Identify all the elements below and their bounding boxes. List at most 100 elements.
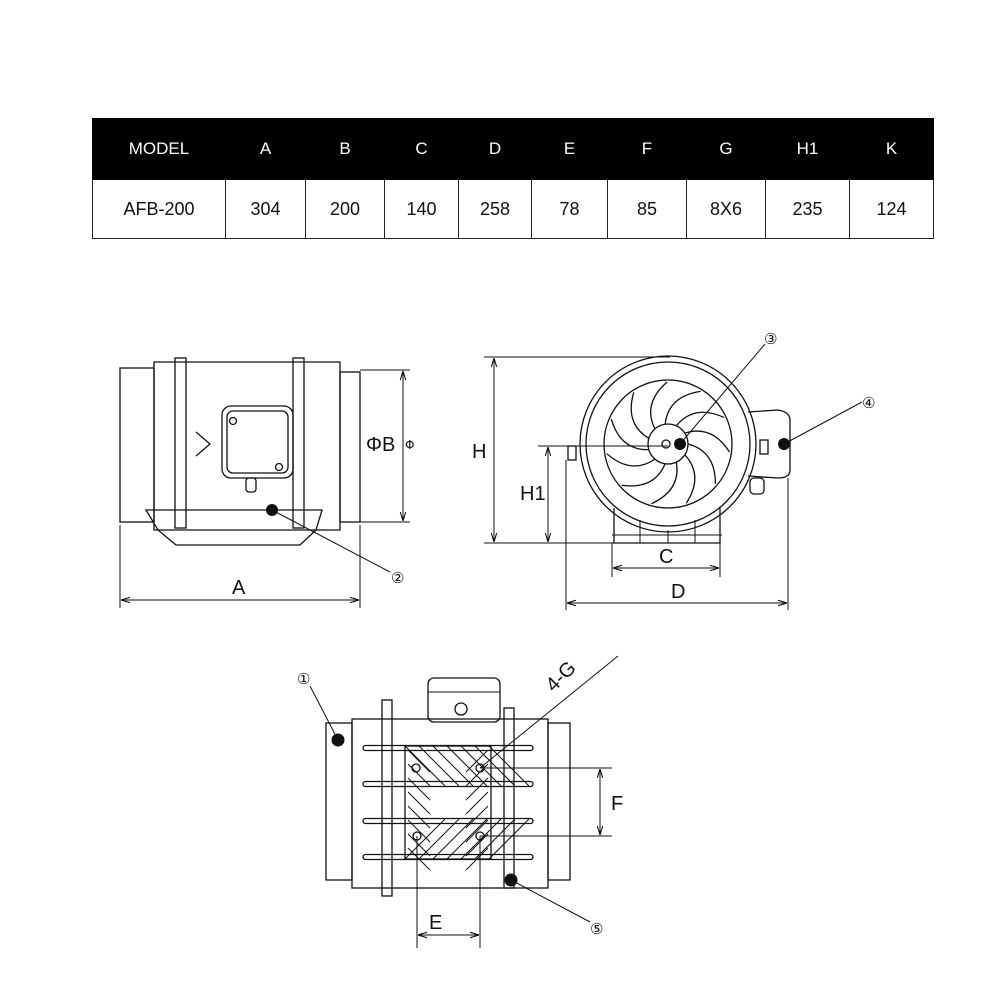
- nut-icon: [454, 702, 468, 716]
- leader-line-4g: [479, 655, 619, 769]
- junction-box: [427, 677, 501, 723]
- grid-line: [407, 791, 431, 815]
- fan-body: [153, 361, 341, 531]
- hole-label-4g: 4-G: [542, 657, 581, 696]
- grid-line: [465, 777, 489, 801]
- vent-grid: [404, 745, 530, 871]
- airflow-arrow-icon: [195, 431, 211, 457]
- shaft: [661, 439, 671, 449]
- cell-model: AFB-200: [92, 179, 226, 239]
- junction-box-lid: [226, 410, 289, 474]
- header-g: G: [686, 118, 766, 180]
- header-b: B: [305, 118, 385, 180]
- grid-line: [465, 847, 489, 871]
- housing-rim: [585, 361, 751, 527]
- blade: [606, 453, 656, 467]
- grid-line: [474, 818, 516, 860]
- blade: [684, 430, 731, 453]
- strap-left: [174, 357, 187, 529]
- cell-e: 78: [531, 179, 608, 239]
- front-view: ③ ④ H H1 C D: [472, 330, 875, 610]
- grid-line: [446, 745, 488, 787]
- blade: [687, 443, 717, 484]
- grid-line: [465, 805, 489, 829]
- inlet-ring: [325, 722, 353, 881]
- strap-right: [292, 357, 305, 529]
- screw-icon: [274, 462, 284, 472]
- cell-k: 124: [849, 179, 934, 239]
- grid-line: [407, 805, 431, 829]
- outlet-ring: [547, 722, 571, 881]
- leader-line-1: [309, 685, 339, 741]
- grid-line: [488, 818, 530, 860]
- rail: [362, 817, 534, 825]
- side-view: ② A ΦB Φ: [119, 357, 414, 608]
- vent-panel: [404, 745, 492, 860]
- blade: [664, 390, 701, 425]
- dim-label-f: F: [611, 793, 623, 815]
- outlet-ring: [339, 371, 361, 523]
- callout-4: ④: [862, 394, 875, 412]
- junction-box: [221, 405, 294, 479]
- blade: [610, 418, 649, 451]
- cell-c: 140: [384, 179, 459, 239]
- side-bolt: [567, 445, 577, 461]
- dim-label-c: C: [659, 546, 673, 568]
- blade: [630, 392, 650, 439]
- cable-gland: [749, 477, 765, 495]
- grid-line: [407, 777, 431, 801]
- grid-line: [488, 745, 530, 787]
- screw-icon: [228, 416, 238, 426]
- cell-h1: 235: [765, 179, 850, 239]
- strap-right: [503, 707, 515, 889]
- grid-line: [407, 847, 431, 871]
- spec-table: MODEL A B C D E F G H1 K AFB-200 304 200…: [92, 118, 934, 239]
- mount-base: [144, 509, 323, 546]
- dim-label-b: ΦB: [366, 434, 395, 456]
- blade: [675, 411, 725, 427]
- cell-d: 258: [458, 179, 532, 239]
- grid-line: [474, 745, 516, 787]
- mount-rails: [362, 744, 534, 861]
- leader-line-2: [271, 509, 391, 573]
- mount-base: [613, 508, 721, 544]
- callout-1: ①: [297, 670, 310, 688]
- grid-line: [418, 745, 460, 787]
- rail: [362, 780, 534, 788]
- grid-line: [465, 749, 489, 773]
- grid-line: [465, 819, 489, 843]
- grid-line: [432, 745, 474, 787]
- grid-line: [407, 749, 431, 773]
- callout-2: ②: [391, 569, 404, 587]
- header-e: E: [531, 118, 608, 180]
- table-header-row: MODEL A B C D E F G H1 K: [92, 118, 934, 180]
- header-k: K: [849, 118, 934, 180]
- grid-line: [404, 745, 446, 787]
- dim-label-d: D: [671, 581, 685, 603]
- inlet-ring: [119, 367, 155, 523]
- grid-line: [407, 833, 431, 857]
- dim-label-a: A: [232, 577, 246, 599]
- grid-line: [407, 819, 431, 843]
- grid-line: [465, 763, 489, 787]
- strap-left: [381, 699, 393, 897]
- grid-line: [432, 818, 474, 860]
- table-row: AFB-200 304 200 140 258 78 85 8X6 235 12…: [92, 179, 934, 239]
- callout-5: ⑤: [590, 920, 603, 938]
- cell-g: 8X6: [686, 179, 766, 239]
- grid-line: [460, 745, 502, 787]
- outer-housing: [579, 355, 757, 533]
- cell-b: 200: [305, 179, 385, 239]
- leader-line-3: [679, 343, 766, 445]
- grid-line: [465, 791, 489, 815]
- grid-line: [446, 818, 488, 860]
- dim-label-h1: H1: [520, 483, 546, 505]
- leader-line-4: [783, 401, 863, 445]
- impeller-ring: [603, 379, 733, 509]
- header-model: MODEL: [92, 118, 226, 180]
- cell-a: 304: [225, 179, 306, 239]
- dim-label-b-suffix: Φ: [405, 438, 414, 452]
- impeller-blades: [606, 381, 731, 505]
- header-c: C: [384, 118, 459, 180]
